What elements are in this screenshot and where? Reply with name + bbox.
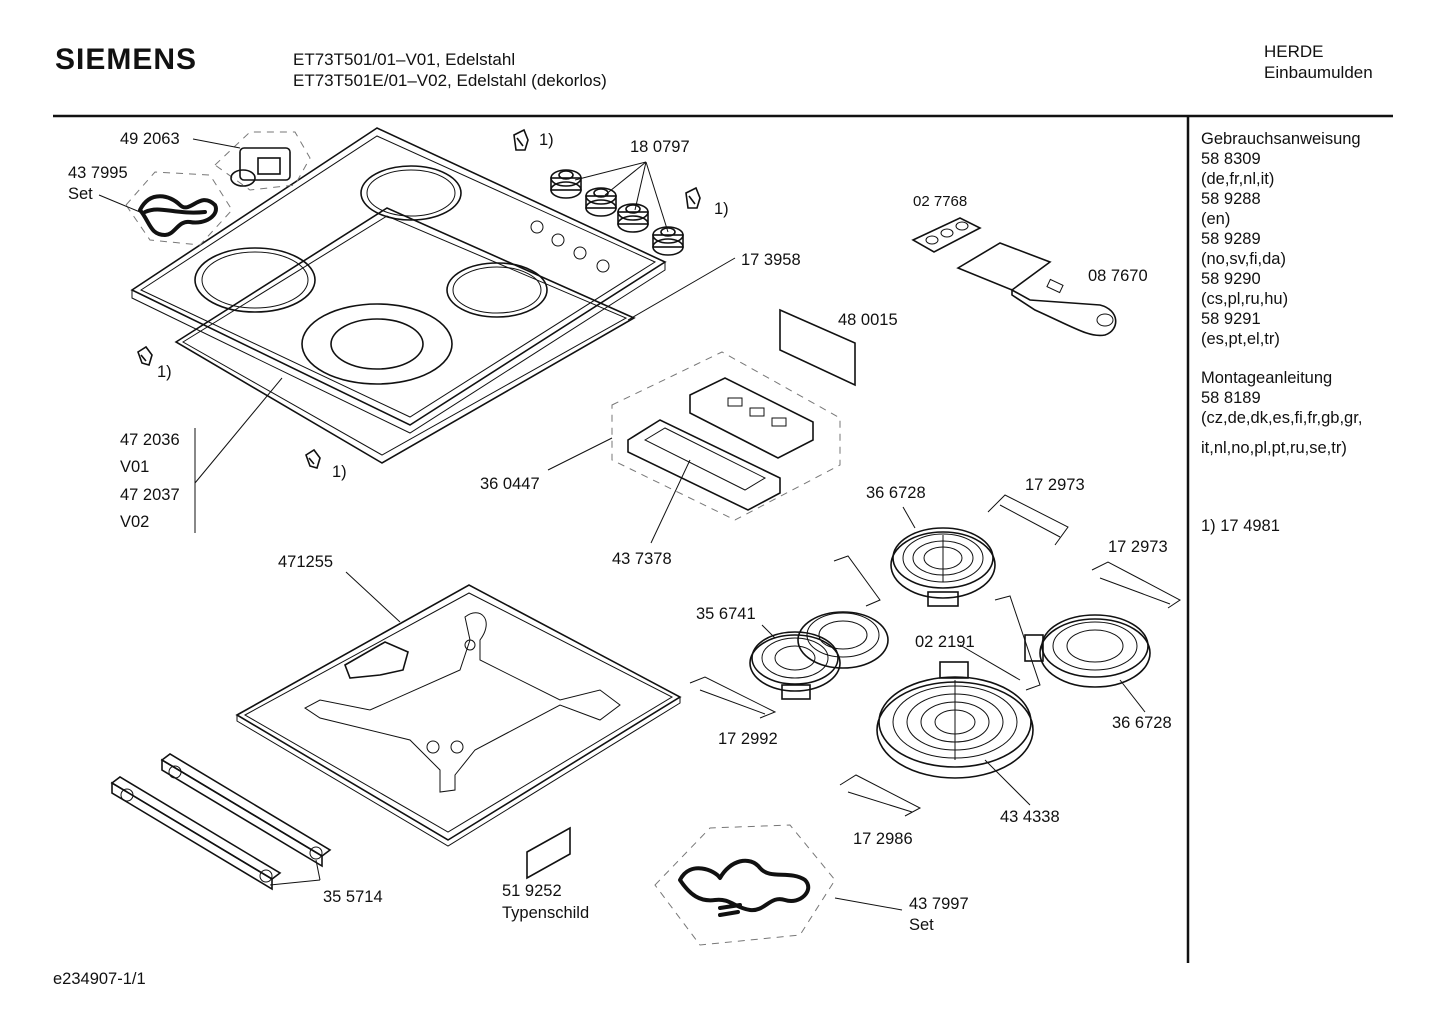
sidebar-line: 58 8189 xyxy=(1201,389,1261,407)
part-label: 43 7378 xyxy=(612,550,672,568)
part-label: 18 0797 xyxy=(630,138,690,156)
part-label: 17 3958 xyxy=(741,251,801,269)
sidebar-line: 58 9289 xyxy=(1201,230,1261,248)
part-label: 47 2037 xyxy=(120,486,180,504)
sidebar-line: 58 9290 xyxy=(1201,270,1261,288)
large-radiant-heater xyxy=(876,661,1034,806)
part-label: 48 0015 xyxy=(838,311,898,329)
brand-logo: SIEMENS xyxy=(55,43,197,76)
control-module-part xyxy=(192,131,311,191)
sidebar-line: (es,pt,el,tr) xyxy=(1201,330,1280,348)
sidebar-line: (no,sv,fi,da) xyxy=(1201,250,1286,268)
part-label: 17 2973 xyxy=(1025,476,1085,494)
part-label: 43 4338 xyxy=(1000,808,1060,826)
sidebar-line: (cz,de,dk,es,fi,fr,gb,gr, xyxy=(1201,409,1362,427)
part-label: 17 2973 xyxy=(1108,538,1168,556)
part-label: Set xyxy=(68,185,93,203)
control-electronics xyxy=(547,351,841,544)
part-label: 36 6728 xyxy=(866,484,926,502)
sidebar-line: Montageanleitung xyxy=(1201,369,1332,387)
part-label: 35 6741 xyxy=(696,605,756,623)
part-label: 17 2986 xyxy=(853,830,913,848)
part-label: 35 5714 xyxy=(323,888,383,906)
type-plate xyxy=(526,826,571,880)
bottom-tray xyxy=(235,571,682,847)
part-label: 02 7768 xyxy=(913,193,967,210)
heating-element-set-2 xyxy=(654,824,903,946)
sidebar-line: Gebrauchsanweisung xyxy=(1201,130,1361,148)
part-label: 08 7670 xyxy=(1088,267,1148,285)
mounting-rails xyxy=(110,753,332,891)
control-knobs xyxy=(550,161,684,256)
document-id: e234907-1/1 xyxy=(53,970,146,988)
footnote-marker: 1) xyxy=(714,200,729,218)
sidebar-line: it,nl,no,pl,pt,ru,se,tr) xyxy=(1201,439,1347,457)
radiant-heater-right xyxy=(1024,614,1151,713)
sidebar-line: (de,fr,nl,it) xyxy=(1201,170,1274,188)
footnote-marker: 1) xyxy=(332,463,347,481)
category-line-2: Einbaumulden xyxy=(1264,63,1373,82)
part-label: 51 9252 xyxy=(502,882,562,900)
sidebar-line: 58 9291 xyxy=(1201,310,1261,328)
sidebar-line: (en) xyxy=(1201,210,1230,228)
part-label: 43 7995 xyxy=(68,164,128,182)
sidebar-documents: Gebrauchsanweisung 58 8309 (de,fr,nl,it)… xyxy=(1201,130,1362,535)
part-label: V02 xyxy=(120,513,149,531)
mounting-clips xyxy=(137,128,701,469)
footnote-marker: 1) xyxy=(157,363,172,381)
heating-element-set xyxy=(98,171,233,246)
part-label: 471255 xyxy=(278,553,333,571)
category-line-1: HERDE xyxy=(1264,42,1324,61)
hob-frame xyxy=(174,207,636,464)
sidebar-line: 58 9288 xyxy=(1201,190,1261,208)
part-label: V01 xyxy=(120,458,149,476)
part-label: 49 2063 xyxy=(120,130,180,148)
part-label: 36 0447 xyxy=(480,475,540,493)
label-plate xyxy=(779,308,856,387)
sidebar-line: (cs,pl,ru,hu) xyxy=(1201,290,1288,308)
radiant-heater-top xyxy=(890,506,996,607)
sidebar-line: 58 8309 xyxy=(1201,150,1261,168)
leader-173958 xyxy=(627,257,736,321)
leader-472036 xyxy=(194,377,283,484)
part-label: 43 7997 xyxy=(909,895,969,913)
model-line-1: ET73T501/01–V01, Edelstahl xyxy=(293,50,515,69)
part-label: Set xyxy=(909,916,934,934)
part-label: 36 6728 xyxy=(1112,714,1172,732)
model-line-2: ET73T501E/01–V02, Edelstahl (dekorlos) xyxy=(293,71,607,90)
part-label: Typenschild xyxy=(502,904,589,922)
footnote-marker: 1) xyxy=(539,131,554,149)
part-label: 47 2036 xyxy=(120,431,180,449)
scraper-tool xyxy=(911,217,1117,337)
sidebar-footnote: 1) 17 4981 xyxy=(1201,517,1280,535)
hob-glass-top xyxy=(130,127,667,434)
part-label: 02 2191 xyxy=(915,633,975,651)
part-label: 17 2992 xyxy=(718,730,778,748)
heater-brackets xyxy=(689,494,1181,817)
dual-radiant-heater xyxy=(749,611,889,700)
